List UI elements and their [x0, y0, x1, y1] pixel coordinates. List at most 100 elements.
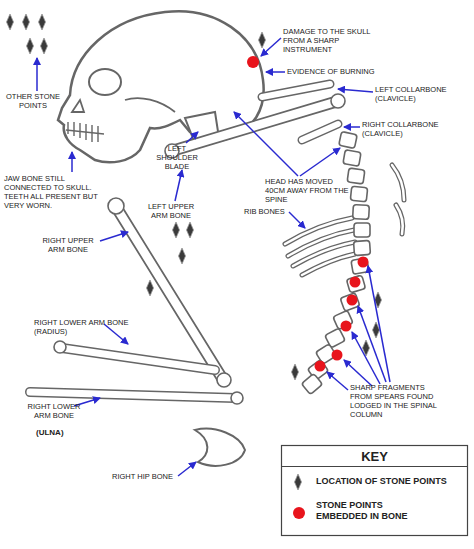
leader-arrow	[186, 132, 198, 143]
embedded-point	[358, 257, 369, 268]
leader-arrow	[352, 332, 380, 384]
leader-arrow	[344, 126, 360, 128]
spinal-column	[301, 131, 370, 394]
legend-swatch	[293, 507, 305, 519]
stone-point	[147, 280, 154, 296]
leader-arrow	[300, 148, 340, 176]
bone-end	[217, 373, 231, 387]
callout-label: LEFT COLLARBONE (CLAVICLE)	[375, 85, 460, 103]
nasal-cavity	[72, 100, 84, 112]
callout-label: EVIDENCE OF BURNING	[287, 67, 407, 76]
callout-label: RIGHT UPPER ARM BONE	[36, 236, 100, 254]
rib-fill	[302, 254, 355, 275]
stone-point	[173, 222, 180, 238]
callout-label: RIGHT LOWER ARM BONE	[22, 402, 86, 420]
bone-fill	[30, 392, 235, 398]
bone-fill	[118, 210, 222, 378]
rib	[396, 205, 403, 234]
bone-outline	[30, 392, 235, 398]
vertebra	[339, 131, 358, 148]
embedded-point	[341, 321, 352, 332]
vertebra	[340, 293, 360, 312]
callout-label: (ULNA)	[36, 428, 86, 438]
bone-fill	[262, 84, 330, 97]
rib-fill	[392, 165, 404, 200]
bone-end	[54, 341, 66, 353]
stone-point	[187, 222, 194, 238]
leader-arrow	[175, 170, 182, 201]
left-upper-arm-bone	[165, 94, 345, 158]
callout-label: LEFT SHOULDER BLADE	[152, 144, 202, 171]
leader-arrow	[234, 112, 298, 176]
stone-point	[23, 14, 30, 30]
leader-arrow	[327, 372, 348, 390]
vertebra	[343, 150, 361, 167]
rib	[392, 165, 404, 200]
vertebra	[353, 205, 370, 220]
embedded-point	[350, 277, 361, 288]
skull	[58, 11, 264, 162]
callout-label: RIGHT LOWER ARM BONE (RADIUS)	[34, 318, 136, 336]
vertebra	[354, 240, 371, 255]
leader-arrow	[266, 71, 285, 73]
leader-arrow	[344, 360, 372, 386]
leader-arrow	[100, 232, 128, 241]
bone-outline	[262, 84, 330, 97]
leader-arrow	[71, 152, 73, 172]
bone-end	[108, 198, 124, 214]
legend-text: LOCATION OF STONE POINTS	[316, 476, 464, 487]
left-collarbone	[262, 84, 330, 97]
bone-outline	[302, 124, 338, 140]
stone-point	[41, 38, 48, 54]
leader-arrow	[289, 212, 305, 228]
vertebra	[346, 275, 365, 293]
bone-fill	[175, 102, 335, 150]
legend-divider	[282, 466, 468, 467]
leader-arrow	[338, 89, 373, 92]
callout-label: RIGHT COLLARBONE (CLAVICLE)	[362, 120, 454, 138]
stone-point	[27, 38, 34, 54]
bone-fill	[62, 348, 215, 370]
right-collarbone	[302, 124, 338, 140]
callout-label: OTHER STONE POINTS	[4, 92, 62, 110]
bone-end	[331, 94, 345, 108]
leader-arrow	[36, 58, 38, 91]
vertebra	[350, 186, 367, 202]
callout-label: LEFT UPPER ARM BONE	[140, 202, 202, 220]
legend-diamond-sample	[295, 474, 302, 490]
callout-label: HEAD HAS MOVED 40CM AWAY FROM THE SPINE	[265, 177, 351, 204]
hip-bone	[195, 429, 245, 466]
callout-label: RIGHT HIP BONE	[112, 472, 232, 481]
vertebra	[347, 168, 365, 184]
legend-box	[282, 446, 468, 536]
embedded-point	[315, 361, 326, 372]
embedded-point	[332, 350, 343, 361]
embedded-point	[247, 56, 259, 68]
legend-heading: KEY	[281, 449, 468, 465]
bone-fill	[302, 124, 338, 140]
bone-outline	[175, 102, 335, 150]
legend-text: STONE POINTS EMBEDDED IN BONE	[316, 500, 412, 522]
callout-label: SHARP FRAGMENTS FROM SPEARS FOUND LODGED…	[350, 383, 446, 419]
embedded-point	[347, 295, 358, 306]
stone-point	[179, 248, 186, 264]
rib	[302, 254, 355, 275]
stone-point	[259, 32, 266, 48]
cheek-bone	[125, 98, 175, 112]
callout-label: JAW BONE STILL CONNECTED TO SKULL. TEETH…	[4, 174, 99, 210]
vertebra	[354, 223, 370, 237]
radius-bone	[54, 341, 215, 370]
rib-fill	[396, 205, 403, 234]
bone-end	[231, 392, 243, 404]
leader-arrow	[261, 38, 281, 56]
stone-point	[39, 14, 46, 30]
callout-label: RIB BONES	[244, 207, 304, 216]
stone-point	[7, 14, 14, 30]
bone-outline	[62, 348, 215, 370]
stone-point	[292, 364, 299, 380]
leader-arrow	[178, 462, 196, 476]
bone-outline	[118, 210, 222, 378]
vertebra	[301, 373, 322, 394]
